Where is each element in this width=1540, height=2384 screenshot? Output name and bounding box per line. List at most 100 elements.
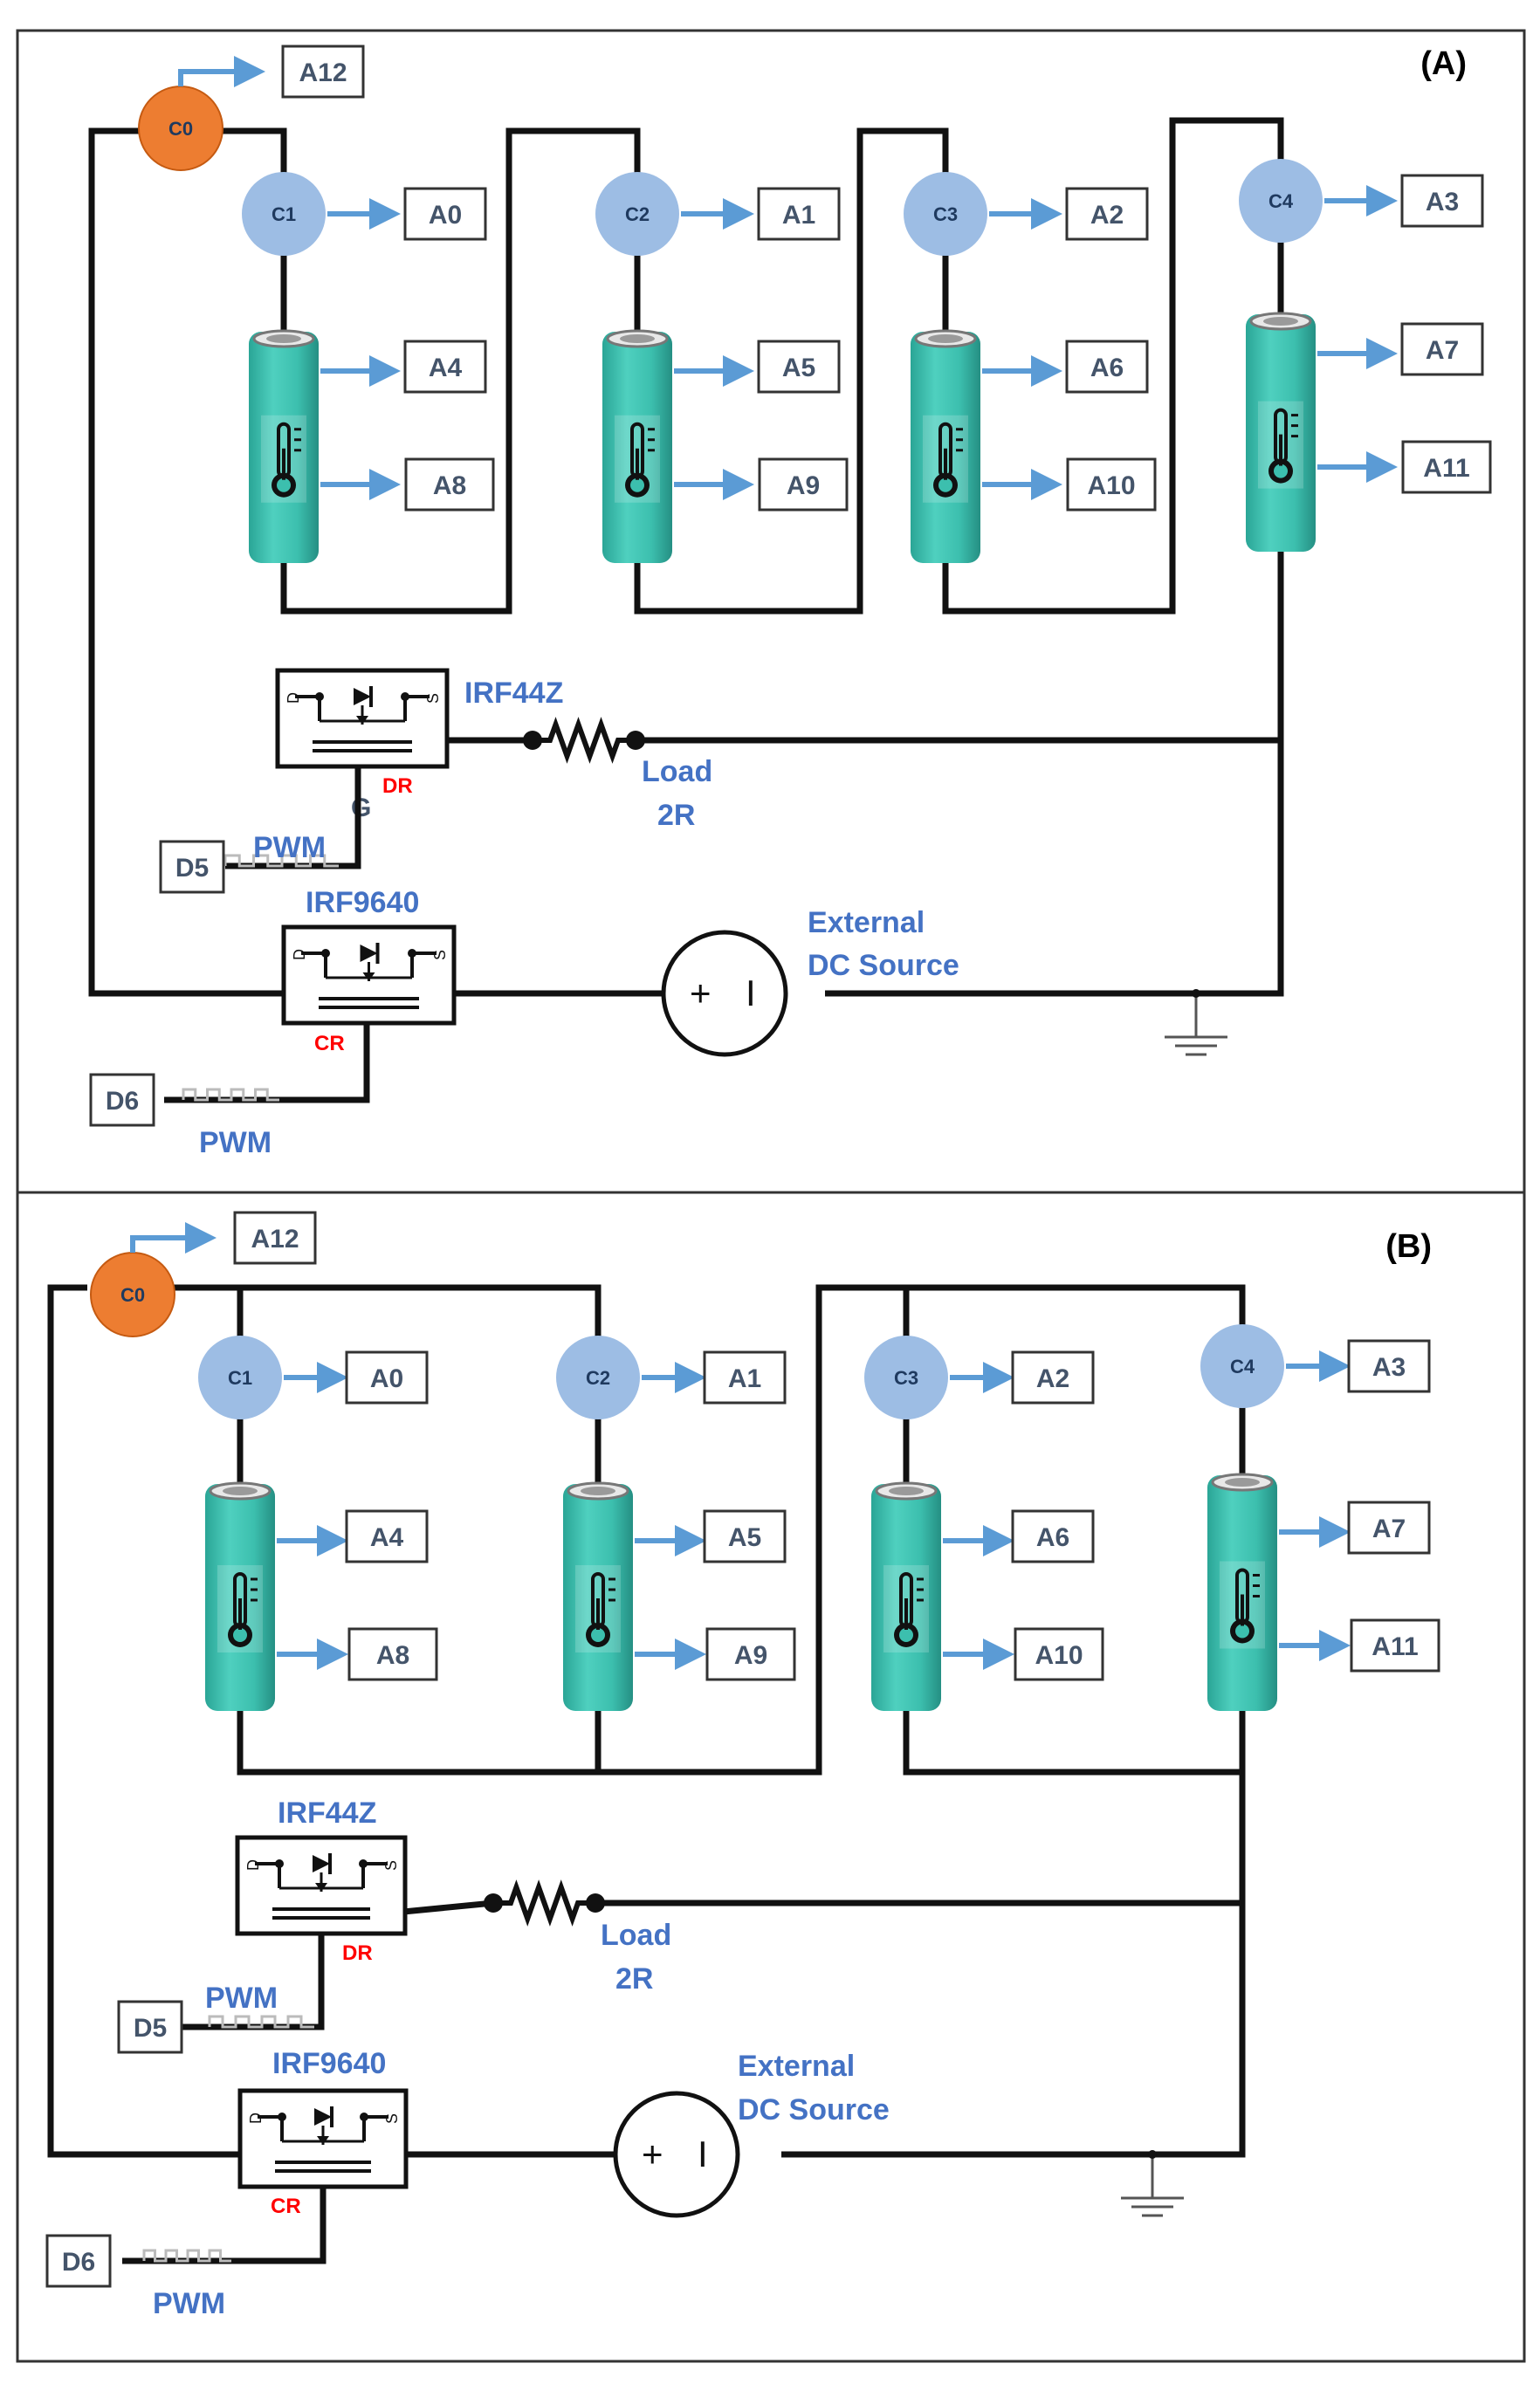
battery-cell-4-cap-center <box>1263 317 1298 326</box>
dc-source: +I <box>613 2091 740 2218</box>
pin-a2: A2 <box>1065 187 1149 241</box>
node-c2-label: C2 <box>586 1367 610 1389</box>
pin-a4-box <box>345 1509 429 1563</box>
battery-cell-3 <box>911 329 980 563</box>
pin-d6: D6 <box>45 2234 112 2288</box>
pin-d6-box <box>89 1073 155 1127</box>
load-label: Load <box>601 1919 671 1952</box>
pin-a3-box <box>1347 1339 1431 1393</box>
pin-a10-box <box>1066 457 1157 512</box>
node-c0: C0 <box>90 1252 175 1337</box>
battery-cell-2 <box>602 329 672 563</box>
ground-symbol <box>1165 989 1227 1056</box>
thermometer-icon <box>1258 401 1303 489</box>
thermometer-bulb-inner <box>591 1628 605 1642</box>
load-resistor-terminal <box>523 731 542 750</box>
thermometer-bulb-inner <box>277 477 291 492</box>
pin-a2-box <box>1065 187 1149 241</box>
pin-a1-label: A1 <box>728 1364 761 1393</box>
load-label: Load <box>642 755 712 788</box>
discharge-mosfet-label: IRF44Z <box>464 677 563 710</box>
pin-d5: D5 <box>117 2000 183 2054</box>
mosfet-node <box>278 2113 286 2121</box>
node-c3: C3 <box>864 1336 948 1419</box>
pin-a6-box <box>1065 340 1149 394</box>
dc-source-minus: I <box>746 972 756 1013</box>
pin-a8-label: A8 <box>433 471 466 500</box>
battery-cell-2-body <box>563 1484 633 1711</box>
pin-a4: A4 <box>345 1509 429 1563</box>
thermometer-icon <box>575 1565 621 1652</box>
pin-a4: A4 <box>403 340 487 394</box>
thermometer-bulb-inner <box>938 477 952 492</box>
dc-source-circle <box>661 930 788 1057</box>
pin-a12-label: A12 <box>299 58 347 87</box>
pin-a10-label: A10 <box>1087 471 1135 500</box>
load-resistor-terminal <box>626 731 645 750</box>
pin-a8-label: A8 <box>376 1641 409 1670</box>
pin-a10-box <box>1014 1627 1104 1681</box>
node-c3-label: C3 <box>894 1367 918 1389</box>
node-c1: C1 <box>242 172 326 256</box>
pin-a12-box <box>233 1211 317 1265</box>
mosfet-body-diode <box>313 1855 330 1872</box>
pin-a0: A0 <box>345 1350 429 1405</box>
battery-cell-2-cap-center <box>581 1487 615 1495</box>
charge-mosfet-label: IRF9640 <box>272 2047 386 2080</box>
pin-a0-label: A0 <box>370 1364 403 1393</box>
pin-d5-label: D5 <box>175 854 209 883</box>
node-c3: C3 <box>904 172 987 256</box>
pin-a0: A0 <box>403 187 487 241</box>
pin-a3: A3 <box>1347 1339 1431 1393</box>
pwm-label-d5: PWM <box>253 831 326 864</box>
pin-a8: A8 <box>404 457 495 512</box>
panel-tag-label: (A) <box>1420 45 1467 82</box>
battery-cell-1 <box>249 329 319 563</box>
pin-a5-box <box>703 1509 787 1563</box>
node-c0-label: C0 <box>168 118 193 140</box>
series-link-3 <box>942 117 1284 615</box>
mosfet-node <box>408 949 416 958</box>
ground-symbol <box>1121 2150 1184 2217</box>
pin-a3-label: A3 <box>1372 1353 1406 1382</box>
pin-a6-box <box>1011 1509 1095 1563</box>
series-link-1 <box>280 127 641 615</box>
signal-arrow <box>130 1222 217 1254</box>
figure-frame <box>16 29 1526 2363</box>
node-c2-circle <box>556 1336 640 1419</box>
pin-a11-label: A11 <box>1423 454 1469 483</box>
thermometer-icon <box>261 415 306 503</box>
pin-a10-label: A10 <box>1035 1641 1083 1670</box>
battery-cell-4 <box>1207 1473 1277 1711</box>
battery-cell-1-cap-center <box>223 1487 258 1495</box>
pin-a8: A8 <box>347 1627 438 1681</box>
node-c4-label: C4 <box>1230 1356 1255 1377</box>
pin-a4-label: A4 <box>370 1523 404 1552</box>
charge-mosfet-label: IRF9640 <box>306 886 419 919</box>
dc-source-plus: + <box>690 972 712 1013</box>
pin-a7: A7 <box>1400 322 1484 376</box>
thermometer-bulb-inner <box>1274 464 1288 478</box>
pwm-waveform <box>182 1088 279 1102</box>
source-label-line2: DC Source <box>808 949 959 982</box>
thermometer-bulb-inner <box>1235 1624 1249 1639</box>
discharge-tag: DR <box>382 774 413 798</box>
pin-d6-label: D6 <box>106 1087 139 1116</box>
node-c4-circle <box>1200 1324 1284 1408</box>
pin-a9: A9 <box>758 457 849 512</box>
pin-a2: A2 <box>1011 1350 1095 1405</box>
node-c1-label: C1 <box>272 203 296 225</box>
pin-a8-box <box>404 457 495 512</box>
node-c1-label: C1 <box>228 1367 252 1389</box>
pwm-waveform <box>208 2015 314 2029</box>
pin-a1-box <box>757 187 841 241</box>
pin-a1-label: A1 <box>782 201 815 230</box>
pin-a7-box <box>1347 1501 1431 1555</box>
pin-d5-label: D5 <box>134 2014 167 2043</box>
pin-a6: A6 <box>1011 1509 1095 1563</box>
mosfet-node <box>401 692 409 701</box>
